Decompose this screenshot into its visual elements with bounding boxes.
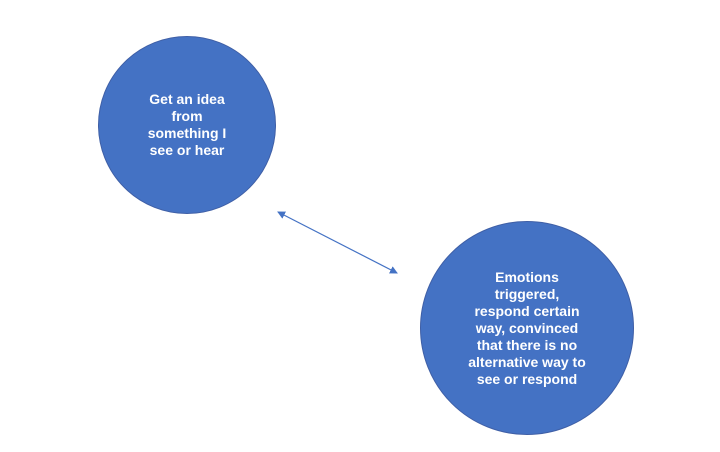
bidirectional-arrow-line [277,211,398,274]
idea-node-label: Get an idea from something I see or hear [147,91,227,158]
idea-circle-node: Get an idea from something I see or hear [98,36,276,214]
emotions-node-label: Emotions triggered, respond certain way,… [468,268,586,387]
emotions-circle-node: Emotions triggered, respond certain way,… [420,221,634,435]
